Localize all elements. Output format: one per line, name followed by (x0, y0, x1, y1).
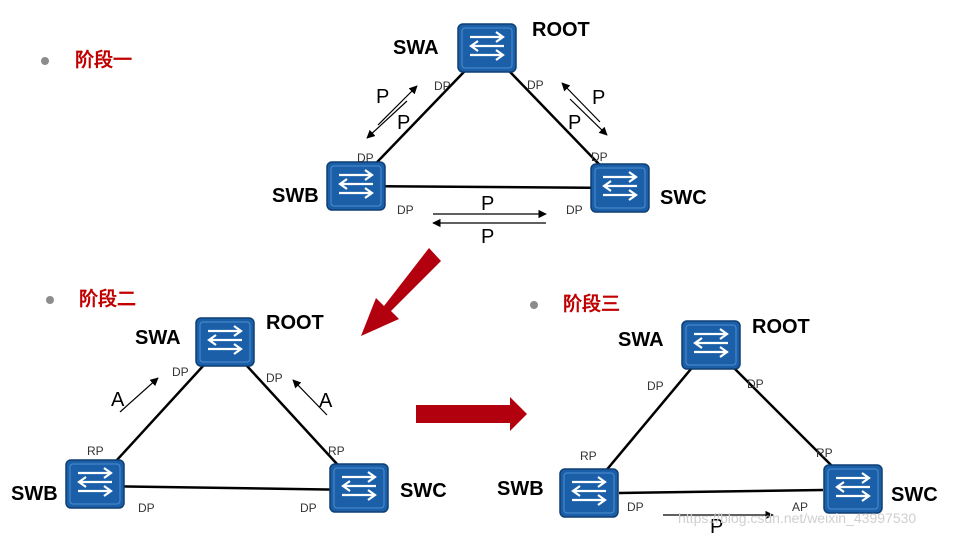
swc-switch-icon (328, 462, 390, 514)
swa-label: SWA (618, 329, 664, 351)
port-label: DP (138, 501, 155, 515)
swb-switch-icon (325, 160, 387, 212)
stage-three-label: 阶段三 (563, 292, 620, 315)
proposal-arrow (377, 85, 418, 126)
swa-switch-icon (194, 316, 256, 368)
proposal-label: P (481, 226, 494, 248)
swb-label: SWB (11, 483, 58, 505)
port-label: DP (300, 501, 317, 515)
agreement-label: A (111, 389, 125, 411)
agreement-label: A (319, 390, 333, 412)
proposal-label: P (592, 87, 605, 109)
proposal-label: P (376, 86, 389, 108)
port-label: RP (816, 446, 833, 460)
flow-arrow-down-left (361, 248, 441, 336)
agreement-arrow (292, 379, 328, 416)
port-label: DP (397, 203, 414, 217)
link-swb-swc (94, 484, 360, 492)
swb-label: SWB (272, 185, 319, 207)
port-label: RP (87, 444, 104, 458)
bullet-icon (46, 296, 54, 304)
swc-switch-icon (822, 463, 884, 515)
port-label: DP (527, 78, 544, 92)
port-label: DP (566, 203, 583, 217)
port-label: DP (647, 379, 664, 393)
port-label: DP (591, 150, 608, 164)
swa-switch-icon (680, 319, 742, 371)
proposal-arrow (569, 98, 608, 136)
agreement-arrow (119, 377, 159, 413)
swa-switch-icon (456, 22, 518, 74)
swa-label: SWA (135, 327, 181, 349)
proposal-arrow (366, 100, 408, 139)
link-swb-swc (355, 184, 621, 190)
port-label: DP (266, 371, 283, 385)
port-label: RP (580, 449, 597, 463)
stage-one: 阶段一 SWA ROOT SWB SWC DP DP DP DP DP DP P… (41, 19, 707, 248)
swc-label: SWC (400, 480, 447, 502)
swb-switch-icon (64, 458, 126, 510)
stage-one-label: 阶段一 (75, 48, 132, 71)
port-label: DP (172, 365, 189, 379)
proposal-label: P (397, 112, 410, 134)
bullet-icon (530, 301, 538, 309)
swb-switch-icon (558, 467, 620, 519)
port-label: DP (434, 79, 451, 93)
stage-two-label: 阶段二 (79, 287, 136, 310)
flow-arrow-right (416, 397, 527, 431)
swb-label: SWB (497, 478, 544, 500)
proposal-label: P (481, 193, 494, 215)
port-label: AP (792, 500, 808, 514)
proposal-label: P (710, 516, 723, 536)
proposal-label: P (568, 112, 581, 134)
swc-switch-icon (589, 162, 651, 214)
port-label: DP (357, 151, 374, 165)
port-label: DP (747, 377, 764, 391)
swc-label: SWC (660, 187, 707, 209)
root-label: ROOT (752, 316, 810, 338)
stage-three: 阶段三 SWA ROOT SWB SWC DP DP RP RP DP AP P (497, 292, 938, 536)
bullet-icon (41, 57, 49, 65)
root-label: ROOT (266, 312, 324, 334)
port-label: DP (627, 500, 644, 514)
stage-two: 阶段二 SWA ROOT SWB SWC DP DP RP RP DP DP A… (11, 287, 447, 515)
watermark: https://blog.csdn.net/weixin_43997530 (678, 510, 916, 526)
port-label: RP (328, 444, 345, 458)
root-label: ROOT (532, 19, 590, 41)
swa-label: SWA (393, 37, 439, 59)
link-swb-swc (618, 488, 824, 495)
swc-label: SWC (891, 484, 938, 506)
proposal-arrow (561, 82, 601, 123)
